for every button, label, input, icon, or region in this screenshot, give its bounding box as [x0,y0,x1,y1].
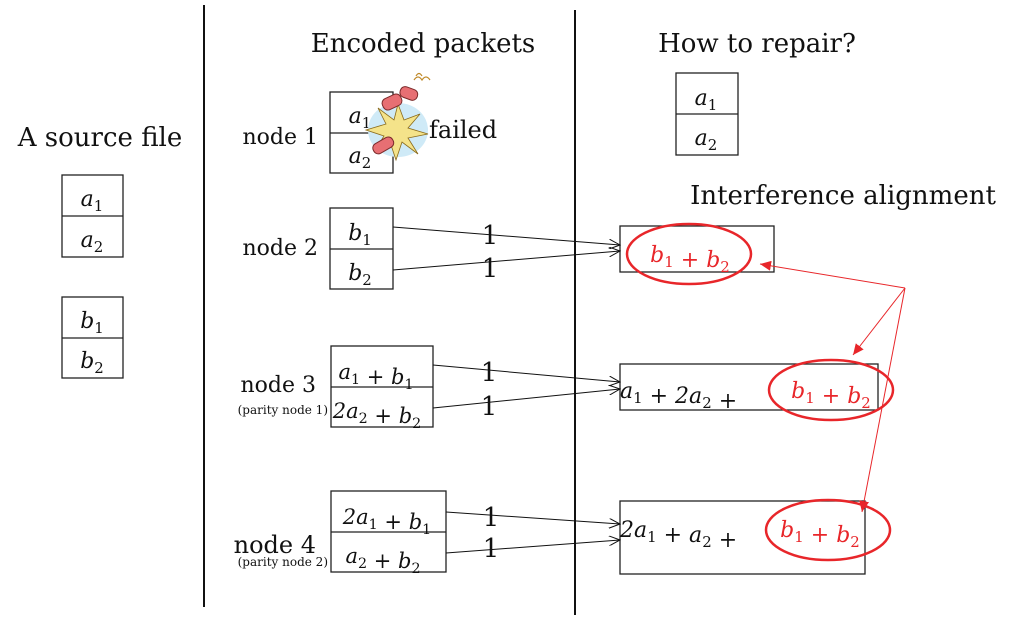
red-arrow-to-box3 [859,287,906,513]
exploding-disk-icon [364,72,431,162]
failed-status: failed [429,116,497,144]
node2-packet: b1 b2 [329,207,394,290]
received-box-3: 2a1 + a2 + b1 + b2 [619,498,892,575]
received-box-2: a1 + 2a2 + b1 + b2 [619,358,895,422]
node4-label: node 4 [234,531,316,559]
received3-aligned: b1 + b2 [780,518,860,551]
arrow-node4-bottom [445,540,620,554]
coeff-node2-top: 1 [482,221,499,251]
red-arrow-to-box2 [852,287,906,356]
coeff-node4-top: 1 [483,503,500,533]
arrow-node3-bottom [432,389,620,409]
coeff-node3-bottom: 1 [481,392,498,422]
node3-label: node 3 [240,373,316,398]
alignment-ellipse-2 [767,358,895,422]
arrow-node2-top [392,226,620,245]
repair-packet: a1 a2 [675,72,739,156]
coeff-node3-top: 1 [481,358,498,388]
alignment-ellipse-1 [625,222,753,286]
node3-packet: a1 + b1 2a2 + b2 [330,345,434,432]
arrow-node3-top [432,364,620,382]
coeff-node4-bottom: 1 [483,534,500,564]
node3-sublabel: (parity node 1) [238,403,328,417]
encoded-header: Encoded packets [311,29,536,59]
received1-aligned: b1 + b2 [650,243,730,276]
received2-aligned: b1 + b2 [791,379,871,412]
arrow-node4-top [445,511,620,524]
source-header: A source file [17,123,182,153]
received-box-1: b1 + b2 [619,222,775,286]
alignment-ellipse-3 [764,498,892,562]
node3-top: a1 + b1 [338,360,413,393]
node4-bottom: a2 + b2 [345,544,420,577]
source-packet-a: a1 a2 [61,174,124,258]
node1-label: node 1 [242,125,318,150]
repair-header: How to repair? [658,29,856,59]
source-packet-b: b1 b2 [61,296,124,379]
node4-sublabel: (parity node 2) [238,555,328,569]
node2-label: node 2 [242,236,318,261]
node4-packet: 2a1 + b1 a2 + b2 [330,490,447,577]
alignment-header: Interference alignment [690,181,996,211]
coeff-node2-bottom: 1 [482,254,499,284]
red-arrow-to-box1 [759,260,906,289]
arrow-node2-bottom [392,251,620,271]
